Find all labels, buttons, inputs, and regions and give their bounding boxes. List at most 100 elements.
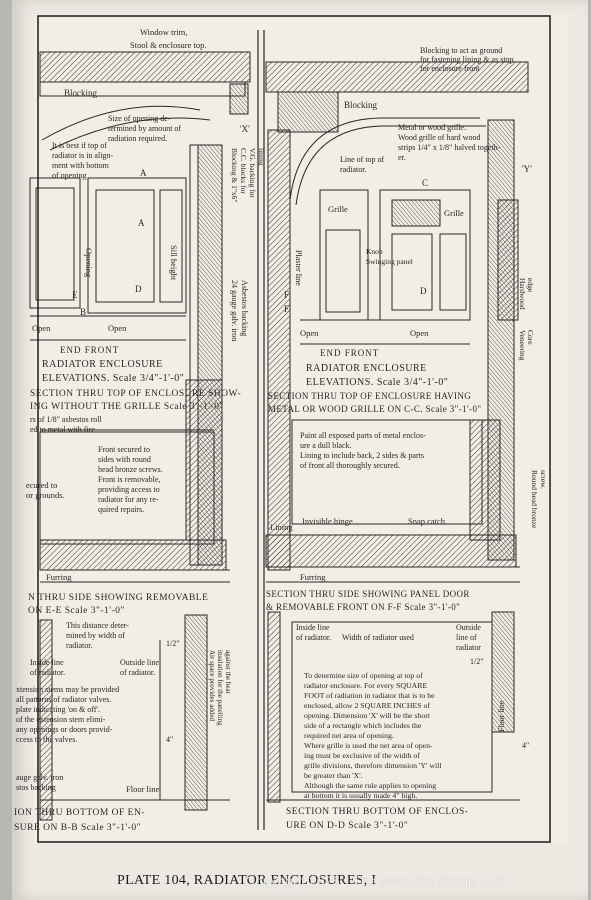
label-grille-note-4: er. [398, 153, 406, 162]
left-column-drawings [29, 51, 251, 821]
label-round-head-2: screw. [539, 470, 548, 489]
label-blocking-top-3: for enclosure front [420, 64, 480, 73]
label-sect-bottom-1: ION THRU BOTTOM OF EN- [14, 808, 145, 818]
label-square-8: Where grille is used the net area of ope… [304, 741, 433, 750]
label-elev-title-3: ELEVATIONS. Scale 3/4"-1'-0" [42, 373, 184, 384]
label-blocking-backing-4: lining [257, 148, 266, 166]
label-sect-side-2: ON E-E Scale 3"-1'-0" [28, 606, 125, 616]
label-floor-line-left: Floor line [126, 784, 160, 794]
label-gauge-iron-1: 24 gauge galv. iron [230, 280, 239, 341]
label-grille-note-1: Metal or wood grille. [398, 123, 466, 132]
label-square-3: FOOT of radiation in radiator that is to… [304, 691, 435, 700]
copyright-watermark: Copyright 2025 - The McGuire Group LLC [245, 873, 506, 889]
label-elev-title-right-2: RADIATOR ENCLOSURE [306, 363, 427, 374]
label-blocking-backing-3: V.G. backing for [248, 148, 257, 198]
label-snap: Snap catch [408, 516, 446, 526]
label-front-note-6: radiator for any re- [98, 495, 159, 504]
label-secured-1: ecured to [26, 480, 57, 490]
label-extension-1: xtension stems may be provided [16, 685, 119, 694]
label-blocking-top-2: for fastening lining & as stop [420, 55, 514, 64]
label-sect-bottom-2: SURE ON B-B Scale 3"-1'-0" [14, 823, 141, 833]
label-distance-3: radiator. [66, 641, 92, 650]
label-sect-side-right-1: SECTION THRU SIDE SHOWING PANEL DOOR [266, 589, 470, 599]
right-column-drawings [265, 61, 529, 803]
label-outside-right-1: Outside [456, 623, 481, 632]
label-inside-right-2: of radiator. [296, 633, 331, 642]
label-air-space-3: against the heat [224, 650, 232, 694]
label-furring-right: Furring [300, 572, 326, 582]
label-paint-4: of front all thoroughly secured. [300, 461, 400, 470]
label-front-note-7: quired repairs. [98, 505, 144, 514]
label-veneering-2: Core [526, 330, 535, 345]
label-open-right-1: Open [300, 328, 319, 338]
label-mark-d: D [135, 284, 142, 294]
label-mark-e: E [72, 290, 78, 300]
label-blocking-left: Blocking [64, 88, 97, 98]
label-outside-right-2: line of [456, 633, 477, 642]
label-extension-5: any openings or doors provid- [16, 725, 113, 734]
label-distance-2: mined by width of [66, 631, 125, 640]
label-plaster-line: Plaster line [294, 250, 303, 286]
label-front-note-5: providing access to [98, 485, 160, 494]
label-hinge: Invisible hinge [302, 516, 353, 526]
label-size-note-1: Size of opening de- [108, 114, 171, 123]
label-dim-half-left: 1/2" [166, 639, 180, 648]
label-best-note-4: of opening [52, 171, 86, 180]
label-grille-note-2: Wood grille of hard wood [398, 133, 480, 142]
label-square-6: side of a rectangle which includes the [304, 721, 422, 730]
label-furring-left: Furring [46, 572, 72, 582]
label-lining: Lining [270, 522, 293, 532]
left-labels: Window trim, Stool & enclosure top. Bloc… [14, 27, 266, 833]
label-elev-title-2: RADIATOR ENCLOSURE [42, 359, 163, 370]
label-asbestos-2: ed to metal with fire [30, 425, 95, 434]
label-blocking-top-1: Blocking to act as ground [420, 46, 502, 55]
label-air-space-2: insulation for the panelling [216, 650, 224, 726]
label-dim-4-right: 4" [522, 741, 529, 750]
label-sect-top-2: ING WITHOUT THE GRILLE Scale 3"-1'-0" [30, 402, 224, 412]
right-labels: Blocking to act as ground for fastening … [266, 46, 548, 831]
label-open-1: Open [32, 323, 51, 333]
label-sect-side-1: N THRU SIDE SHOWING REMOVABLE [28, 593, 208, 603]
label-size-note-2: termined by amount of [108, 124, 181, 133]
label-secured-2: or grounds. [26, 490, 65, 500]
label-round-head-1: Round head bronze [530, 470, 539, 529]
label-open-2: Open [108, 323, 127, 333]
label-sect-top-1: SECTION THRU TOP OF ENCLOSURE SHOW- [30, 389, 241, 399]
label-open-right-2: Open [410, 328, 429, 338]
label-grille-2: Grille [444, 208, 464, 218]
label-sill-height: Sill height [169, 245, 179, 281]
label-gauge-iron-2: Asbestos backing [240, 280, 249, 336]
label-mark-f: F [284, 290, 289, 300]
label-grille-1: Grille [328, 204, 348, 214]
label-stool: Stool & enclosure top. [130, 40, 207, 50]
label-veneering-1: Veneering [518, 330, 527, 361]
label-square-9: ing must be exclusive of the width of [304, 751, 420, 760]
label-mark-d-right: D [420, 286, 427, 296]
label-front-note-4: Front is removable, [98, 475, 160, 484]
label-front-note-2: sides with round [98, 455, 151, 464]
label-hardwood-2: edge [526, 278, 535, 293]
label-gauge-low-1: auge galv. iron [16, 773, 63, 782]
label-square-7: required net area of opening. [304, 731, 394, 740]
label-width-note: Width of radiator used [342, 633, 414, 642]
label-blocking-right: Blocking [344, 100, 377, 110]
label-floor-line-right: Floor line [497, 700, 506, 732]
label-sect-bottom-right-2: URE ON D-D Scale 3"-1'-0" [286, 821, 408, 831]
label-square-5: opening. Dimension 'X' will be the short [304, 711, 431, 720]
plate-caption: PLATE 104, RADIATOR ENCLOSURES, I [117, 873, 377, 888]
label-front-note-3: head bronze screws. [98, 465, 163, 474]
label-mark-c: C [422, 178, 428, 188]
label-grille-note-3: strips 1/4" x 1/8" halved togeth- [398, 143, 501, 152]
label-opening: Opening [84, 248, 94, 278]
label-paint-1: Paint all exposed parts of metal enclos- [300, 431, 426, 440]
label-paint-2: ure a dull black. [300, 441, 352, 450]
label-size-note-3: radiation required. [108, 134, 167, 143]
label-sect-top-right-2: METAL OR WOOD GRILLE ON C-C. Scale 3"-1'… [268, 404, 481, 414]
label-mark-b: B [80, 307, 86, 317]
label-square-4: enclosed, allow 2 SQUARE INCHES of [304, 701, 430, 710]
label-sect-top-right-1: SECTION THRU TOP OF ENCLOSURE HAVING [268, 391, 471, 401]
label-dim-4-left: 4" [166, 735, 173, 744]
label-paint-3: Lining to include back, 2 sides & parts [300, 451, 424, 460]
label-sect-side-right-2: & REMOVABLE FRONT ON F-F Scale 3"-1'-0" [266, 602, 460, 612]
